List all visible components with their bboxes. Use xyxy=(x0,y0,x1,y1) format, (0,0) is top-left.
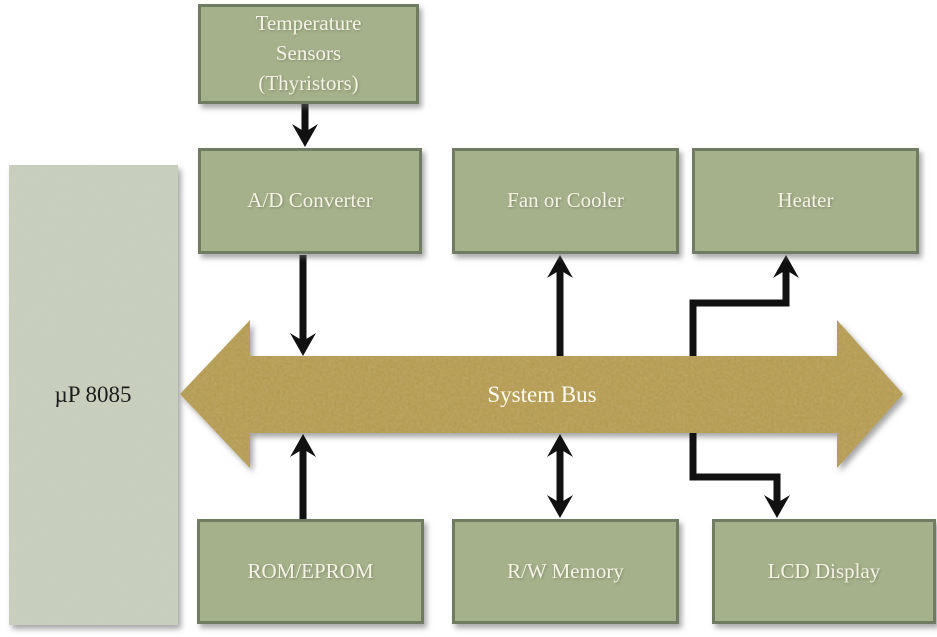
node-adc: A/D Converter xyxy=(198,148,422,254)
node-rw-memory: R/W Memory xyxy=(452,519,679,624)
node-rw-memory-label: R/W Memory xyxy=(507,558,624,583)
node-heater-label: Heater xyxy=(777,188,834,213)
processor-box xyxy=(9,165,178,625)
system-bus-label: System Bus xyxy=(487,382,596,407)
node-fan-label: Fan or Cooler xyxy=(507,188,624,213)
node-fan: Fan or Cooler xyxy=(452,148,679,254)
node-lcd-display: LCD Display xyxy=(712,519,936,624)
arrowhead-up-icon xyxy=(290,434,316,457)
node-lcd-display-label: LCD Display xyxy=(767,558,881,583)
connector-bus-to-fan xyxy=(547,255,573,356)
node-heater: Heater xyxy=(692,148,919,254)
arrowhead-down-icon xyxy=(547,495,573,518)
arrowhead-up-icon xyxy=(547,434,573,457)
processor-label: µP 8085 xyxy=(55,382,132,407)
system-bus-arrow xyxy=(180,320,903,468)
arrowhead-up-icon xyxy=(547,255,573,278)
connector-adc-to-bus xyxy=(290,255,316,356)
connector-rom-to-bus xyxy=(290,434,316,519)
connector-rw-memory-bus-double xyxy=(547,434,573,518)
arrowhead-down-icon xyxy=(290,333,316,356)
node-temp-sensors: Temperature Sensors (Thyristors) xyxy=(198,4,419,104)
node-rom: ROM/EPROM xyxy=(197,519,424,624)
connector-bus-to-lcd xyxy=(689,433,790,518)
node-adc-label: A/D Converter xyxy=(247,188,373,213)
arrowhead-down-icon xyxy=(292,124,318,147)
node-temp-sensors-label: Temperature Sensors (Thyristors) xyxy=(255,11,362,95)
connector-bus-to-heater xyxy=(689,255,799,356)
connector-temp-to-adc xyxy=(292,104,318,147)
node-rom-label: ROM/EPROM xyxy=(247,558,374,583)
arrowhead-up-icon xyxy=(773,255,799,278)
arrowhead-down-icon xyxy=(764,495,790,518)
